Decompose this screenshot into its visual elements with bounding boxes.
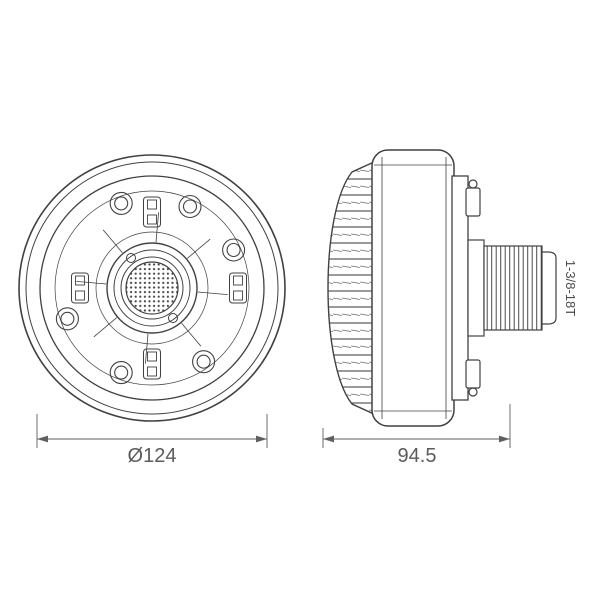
bolt-boss: [178, 194, 202, 219]
phase-plug-mesh: [125, 261, 179, 315]
thread-size-label: 1-3/8-18T: [563, 260, 578, 316]
bolt-boss: [109, 191, 133, 215]
front-rim-inner-edge: [25, 161, 279, 415]
front-bolt-circle: [54, 190, 250, 386]
side-dimension: 94.5: [322, 404, 511, 467]
front-terminal-slots: [71, 196, 247, 380]
front-dimension: Ø124: [36, 414, 268, 467]
front-view: [18, 154, 286, 422]
hub-inner-ring: [120, 256, 184, 320]
front-diameter-label: Ø124: [128, 445, 177, 467]
terminal-slot-left: [71, 272, 89, 304]
bolt-boss: [222, 238, 246, 262]
driver-body: [371, 149, 455, 427]
arrowhead-left: [37, 435, 48, 443]
arrowhead-left: [323, 435, 334, 443]
hub-middle-ring: [113, 249, 191, 327]
bolt-boss: [192, 350, 216, 374]
terminal-slot-right: [229, 272, 247, 304]
front-radial-webs: [76, 212, 228, 364]
threaded-section: [483, 245, 543, 331]
side-view: 1-3/8-18T: [327, 149, 578, 427]
bolt-boss: [109, 361, 133, 385]
bolt-boss: [55, 307, 79, 331]
front-outer-rim: [18, 154, 286, 422]
hub-outer-ring: [106, 242, 198, 334]
front-hub: [106, 242, 198, 334]
terminal-slot-top: [143, 196, 161, 228]
front-flange-circle: [39, 175, 265, 401]
side-depth-label: 94.5: [398, 445, 437, 467]
arrowhead-right: [499, 435, 510, 443]
mounting-lug-top: [465, 179, 481, 217]
terminal-slot-bottom: [143, 348, 161, 380]
mounting-lug-bottom: [465, 359, 481, 397]
fin-stack: [327, 160, 375, 416]
thread-end-cap: [541, 251, 557, 325]
front-web-circle: [95, 231, 209, 345]
hub-screw-bottom-right: [168, 313, 178, 323]
front-bolt-bosses: [55, 191, 246, 385]
arrowhead-right: [256, 435, 267, 443]
hub-screw-top-left: [126, 253, 136, 263]
thread-collar: [467, 239, 485, 337]
